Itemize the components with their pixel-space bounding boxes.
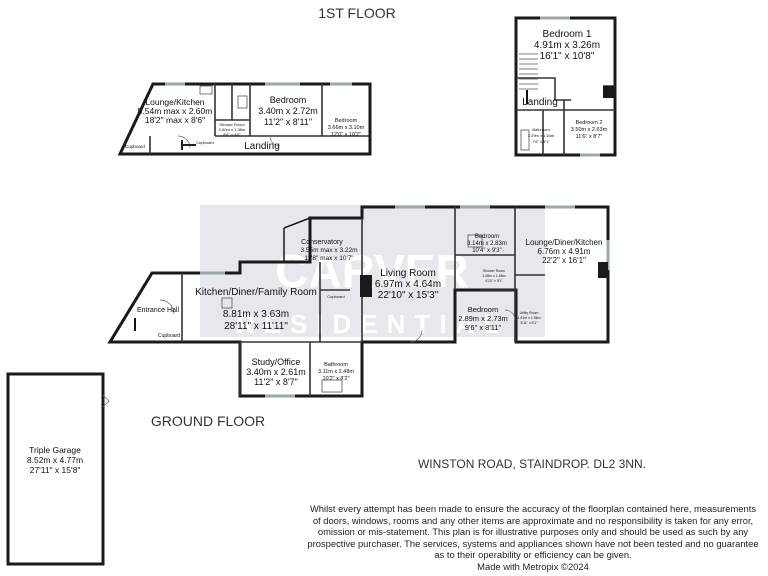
annex-first-floor-plan: Bedroom 1 4.91m x 3.26m 16'1" x 10'8" La… bbox=[514, 16, 617, 157]
gf-kitchen-diner-family-dims-imperial: 28'11" x 11'11" bbox=[224, 321, 288, 332]
disclaimer-line: as to their operability or efficiency ca… bbox=[434, 549, 632, 561]
door-swing bbox=[177, 135, 191, 149]
gf-living-room-name: Living Room bbox=[380, 268, 436, 279]
gf-bedroom-small-dims: 3.14m x 2.83m bbox=[467, 241, 507, 247]
watermark-box bbox=[200, 205, 545, 337]
gf-study-office-dims-imperial: 11'2" x 8'7" bbox=[254, 377, 298, 387]
disclaimer-line: Whilst every attempt has been made to en… bbox=[309, 503, 757, 514]
garage-outline bbox=[6, 372, 105, 566]
watermark: CARVER RESIDENTIAL bbox=[200, 205, 545, 339]
gf-study-office-dims: 3.40m x 2.61m bbox=[246, 367, 306, 377]
door-swing bbox=[409, 329, 423, 343]
ff-shower-room-name: Shower Room bbox=[219, 122, 245, 127]
gf-conservatory-name: Conservatory bbox=[301, 239, 343, 246]
gf-kitchen-diner-family-dims: 8.81m x 3.63m bbox=[223, 309, 289, 320]
ff-cupboard-2-name: Cupboard bbox=[196, 140, 214, 145]
ff-landing-name: Landing bbox=[244, 141, 280, 152]
garage-door bbox=[102, 394, 110, 408]
door-swing bbox=[269, 135, 281, 147]
address-text: WINSTON ROAD, STAINDROP. DL2 3NN. bbox=[418, 457, 646, 471]
gf-shower-room-dims: 2.08m x 1.56m bbox=[482, 274, 505, 278]
annex-bathroom-name: Bathroom bbox=[532, 127, 550, 132]
hob-fixture bbox=[199, 85, 213, 95]
gf-bedroom-small-name: Bedroom bbox=[475, 234, 499, 240]
gf-conservatory-dims: 3.55m max x 3.22m bbox=[300, 247, 357, 254]
annex-landing-name: Landing bbox=[522, 97, 558, 108]
annex-bedroom-1-dims-imperial: 16'1" x 10'8" bbox=[540, 51, 595, 62]
conservatory-outline bbox=[283, 217, 311, 262]
gf-entrance-hall-name: Entrance Hall bbox=[137, 307, 179, 314]
gf-conservatory-dims-imperial: 11'8" max x 10'7" bbox=[304, 255, 354, 262]
first-floor-plan: Lounge/Kitchen 5.54m max x 2.60m 18'2" m… bbox=[117, 82, 372, 156]
ff-lounge-kitchen-dims: 5.54m max x 2.60m bbox=[138, 106, 213, 116]
ff-bedroom-b-name: Bedroom bbox=[335, 118, 358, 124]
bath-fixture bbox=[520, 129, 530, 151]
gf-study-office-name: Study/Office bbox=[252, 357, 301, 367]
ff-bedroom-a-dims: 3.40m x 2.72m bbox=[258, 106, 318, 116]
gf-bathroom-dims: 3.11m x 2.48m bbox=[318, 369, 354, 375]
disclaimer-line: omission or mis-statement. This plan is … bbox=[317, 526, 749, 538]
garage-dims-imperial: 27'11" x 15'8" bbox=[30, 465, 81, 475]
chimney-breast bbox=[360, 275, 372, 297]
ground-floor-plan: Conservatory 3.55m max x 3.22m 11'8" max… bbox=[107, 205, 610, 398]
toilet-fixture bbox=[237, 95, 248, 109]
gf-bedroom-large-dims-imperial: 9'6" x 8'11" bbox=[465, 323, 502, 332]
ff-cupboard-name: Cupboard bbox=[125, 144, 145, 149]
annex-bedroom-2-dims-imperial: 11'6" x 8'7" bbox=[576, 134, 603, 140]
gf-living-room-dims-imperial: 22'10" x 15'3" bbox=[378, 290, 439, 301]
ff-bedroom-b-dims: 3.66m x 3.10m bbox=[328, 125, 365, 131]
bath-fixture bbox=[321, 379, 343, 393]
annex-bedroom-1-dims: 4.91m x 3.26m bbox=[534, 40, 600, 51]
gf-shower-room-dims-imperial: 6'10" x 5'1" bbox=[485, 279, 503, 283]
disclaimer-text: Whilst every attempt has been made to en… bbox=[300, 503, 766, 573]
gf-cupboard-name: Cupboard bbox=[158, 333, 180, 339]
disclaimer-line: prospective purchaser. The services, sys… bbox=[307, 537, 759, 549]
gf-lounge-diner-kitchen-dims: 6.76m x 4.91m bbox=[538, 247, 591, 256]
gf-lounge-diner-kitchen-name: Lounge/Diner/Kitchen bbox=[526, 238, 603, 247]
chimney-breast bbox=[598, 262, 608, 278]
gf-living-room-dims: 6.97m x 4.64m bbox=[375, 279, 441, 290]
gf-utility-room-name: Utility Room bbox=[520, 311, 539, 315]
chimney-breast bbox=[603, 86, 614, 98]
ff-lounge-kitchen-name: Lounge/Kitchen bbox=[145, 97, 204, 107]
annex-bathroom-dims-imperial: 7'6" x 5'1" bbox=[532, 139, 550, 144]
stair-fixture bbox=[467, 234, 483, 248]
annex-bedroom-1-name: Bedroom 1 bbox=[543, 29, 592, 40]
first-floor-title: 1ST FLOOR bbox=[318, 5, 396, 21]
first-floor-partitions bbox=[149, 84, 370, 154]
disclaimer-line: of doors, windows, rooms and any other i… bbox=[312, 514, 754, 526]
ff-shower-room-dims-imperial: 8'6" x 4'6" bbox=[223, 132, 241, 137]
gf-bedroom-large-dims: 2.89m x 2.73m bbox=[458, 314, 508, 323]
gf-kitchen-diner-family-name: Kitchen/Diner/Family Room bbox=[195, 287, 317, 298]
gf-bathroom-dims-imperial: 10'2" x 8'2" bbox=[322, 376, 349, 382]
ff-lounge-kitchen-dims-imperial: 18'2" max x 8'6" bbox=[145, 115, 205, 125]
gf-bedroom-small-dims-imperial: 10'4" x 9'3" bbox=[472, 248, 502, 254]
garage-name: Triple Garage bbox=[29, 445, 81, 455]
disclaimer-credit: Made with Metropix ©2024 bbox=[477, 560, 589, 572]
door-swing bbox=[159, 299, 175, 315]
ff-bedroom-a-name: Bedroom bbox=[270, 95, 307, 105]
ground-floor-title: GROUND FLOOR bbox=[151, 413, 265, 429]
garage-dims: 8.52m x 4.77m bbox=[27, 455, 83, 465]
annex-bedroom-2-dims: 3.50m x 2.63m bbox=[571, 127, 608, 133]
annex-stairs bbox=[519, 53, 538, 90]
gf-cupboard-inner-name: Cupboard bbox=[327, 294, 345, 299]
door-swing bbox=[504, 309, 516, 321]
annex-bathroom-dims: 2.29m x 1.54m bbox=[528, 133, 555, 138]
gf-bedroom-large-name: Bedroom bbox=[468, 305, 498, 314]
gf-bathroom-name: Bathroom bbox=[324, 362, 348, 368]
hob-fixture bbox=[221, 297, 233, 309]
gf-utility-room-dims: 1.81m x 1.56m bbox=[517, 316, 540, 320]
annex-partitions bbox=[516, 77, 615, 155]
gf-lounge-diner-kitchen-dims-imperial: 22'2" x 16'1" bbox=[542, 256, 586, 265]
gf-utility-room-dims-imperial: 5'11" x 5'1" bbox=[521, 321, 539, 325]
gf-shower-room-name: Shower Room bbox=[483, 269, 505, 273]
annex-bedroom-2-name: Bedroom 2 bbox=[576, 120, 603, 126]
ff-bedroom-b-dims-imperial: 12'0" x 10'2" bbox=[331, 132, 361, 138]
garage-plan: Triple Garage 8.52m x 4.77m 27'11" x 15'… bbox=[6, 372, 110, 566]
ff-bedroom-a-dims-imperial: 11'2" x 8'11" bbox=[264, 117, 312, 127]
ff-shower-room-dims: 2.60m x 1.38m bbox=[219, 127, 246, 132]
